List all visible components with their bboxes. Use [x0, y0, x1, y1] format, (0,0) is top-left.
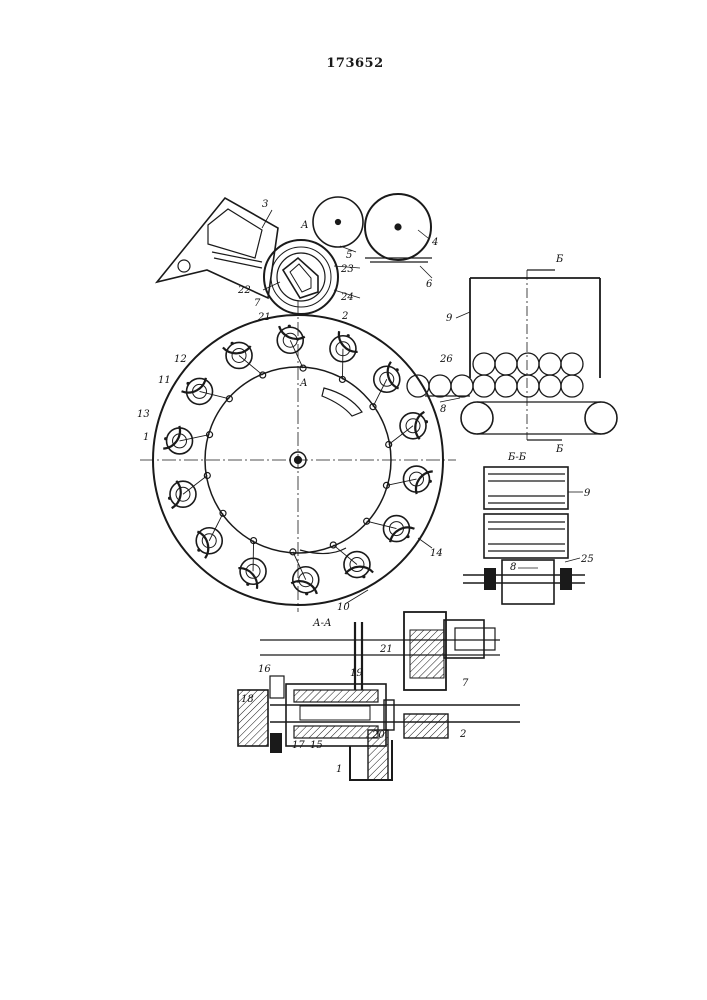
holder: [182, 378, 233, 405]
label-10: 10: [337, 602, 350, 613]
section-a-a: [238, 612, 520, 780]
label-21b: 21: [379, 644, 393, 655]
label-22: 22: [237, 285, 251, 296]
label-17: 17: [292, 740, 305, 751]
label-18: 18: [241, 694, 254, 705]
holder: [168, 472, 210, 508]
label-section-b-bottom: Б: [555, 444, 564, 455]
conveyor-8: [425, 396, 617, 434]
bracket-3: [157, 198, 278, 298]
label-24: 24: [340, 292, 354, 303]
label-6: 6: [426, 279, 433, 290]
label-15: 15: [310, 740, 323, 751]
workpieces: [407, 353, 583, 397]
drawing-labels: 3 А 4 5 6 23 24 22 7 21 2 Б 9 26 8 Б Б-Б…: [137, 199, 594, 775]
main-rotor: [140, 300, 456, 612]
workpiece-roll: [473, 353, 495, 375]
label-7: 7: [254, 298, 261, 309]
holder: [277, 325, 306, 371]
label-9b: 9: [584, 488, 591, 499]
holder: [364, 516, 415, 543]
holder: [196, 510, 226, 558]
label-21: 21: [257, 312, 271, 323]
workpiece-roll: [495, 375, 517, 397]
label-7b: 7: [462, 678, 469, 689]
label-1: 1: [143, 432, 149, 443]
label-11: 11: [158, 375, 171, 386]
label-2: 2: [341, 311, 348, 322]
label-25: 25: [580, 554, 594, 565]
workpiece-roll: [561, 353, 583, 375]
holder: [290, 549, 319, 595]
label-9: 9: [446, 313, 453, 324]
holder: [386, 412, 428, 448]
holder: [370, 362, 400, 410]
label-16: 16: [258, 664, 271, 675]
label-section-a-top: А: [300, 220, 309, 231]
workpiece-roll: [539, 353, 561, 375]
roll-5: [313, 197, 363, 247]
label-26: 26: [439, 354, 453, 365]
workpiece-roll: [517, 375, 539, 397]
workpiece-roll: [561, 375, 583, 397]
roll-4: [365, 194, 432, 262]
workpiece-roll: [495, 353, 517, 375]
workpiece-roll: [517, 353, 539, 375]
section-b-b: [463, 467, 585, 604]
label-section-a-mid: А: [299, 378, 308, 389]
label-2b: 2: [459, 729, 466, 740]
workpiece-roll: [451, 375, 473, 397]
holder: [330, 542, 373, 578]
label-20: 20: [371, 730, 385, 741]
label-section-aa: А-А: [312, 618, 332, 629]
label-14: 14: [430, 548, 443, 559]
label-section-bb: Б-Б: [507, 452, 527, 463]
workpiece-roll: [429, 375, 451, 397]
label-3: 3: [262, 199, 268, 210]
label-1b: 1: [336, 764, 342, 775]
holder: [223, 342, 266, 378]
label-19: 19: [350, 668, 363, 679]
label-13: 13: [137, 409, 150, 420]
label-12: 12: [174, 354, 187, 365]
label-4: 4: [431, 237, 438, 248]
workpiece-roll: [539, 375, 561, 397]
workpiece-roll: [473, 375, 495, 397]
label-23: 23: [340, 264, 354, 275]
label-section-b-top: Б: [555, 254, 564, 265]
label-5: 5: [346, 250, 352, 261]
label-8b: 8: [510, 562, 516, 573]
label-8: 8: [440, 404, 446, 415]
